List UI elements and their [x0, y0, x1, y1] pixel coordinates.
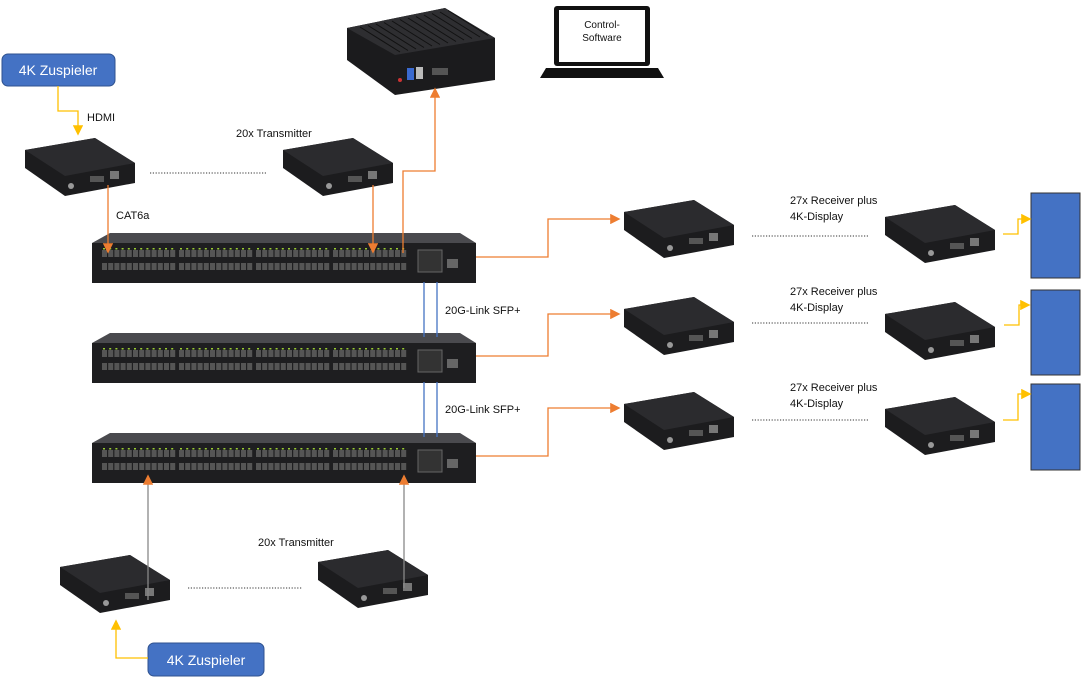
receiver — [885, 205, 995, 263]
laptop-label-line2: Software — [582, 33, 622, 44]
hdmi-label: HDMI — [87, 112, 115, 124]
hdmi-cable-bottom — [110, 619, 148, 659]
transmitter — [318, 550, 428, 608]
laptop-control-software: Control- Software — [540, 6, 664, 78]
sfp-link-label: 20G-Link SFP+ — [445, 404, 521, 416]
hdmi-cable-display3 — [1003, 388, 1032, 421]
cat-cable-rx1 — [476, 213, 621, 258]
transmitter — [283, 138, 393, 196]
cat-cable-rx2 — [476, 308, 621, 357]
receiver — [624, 200, 734, 258]
receiver-count: 27x Receiver plus — [790, 286, 878, 298]
source-box-bottom: 4K Zuspieler — [147, 642, 265, 677]
cat-cable-rx3 — [476, 402, 621, 457]
controller-mini-pc — [347, 8, 495, 95]
hdmi-cable-display1 — [1003, 213, 1032, 235]
laptop-label-line1: Control- — [584, 20, 620, 31]
hdmi-cable-top — [57, 86, 84, 136]
cat6a-label: CAT6a — [116, 210, 150, 222]
receiver-display: 4K-Display — [790, 302, 844, 314]
display-2 — [1030, 289, 1081, 376]
receiver-count: 27x Receiver plus — [790, 195, 878, 207]
transmitter — [25, 138, 135, 196]
receiver-display: 4K-Display — [790, 211, 844, 223]
cat-cable-controller — [402, 87, 441, 253]
network-switch-2 — [92, 333, 476, 383]
receiver-count: 27x Receiver plus — [790, 382, 878, 394]
receiver — [885, 302, 995, 360]
network-switch-3 — [92, 433, 476, 483]
transmitter-count-top: 20x Transmitter — [236, 128, 312, 140]
display-1 — [1030, 192, 1081, 279]
sfp-link-label: 20G-Link SFP+ — [445, 305, 521, 317]
receiver — [624, 392, 734, 450]
transmitter-count-bottom: 20x Transmitter — [258, 537, 334, 549]
transmitter — [60, 555, 170, 613]
receiver — [624, 297, 734, 355]
source-label: 4K Zuspieler — [19, 62, 98, 78]
source-label: 4K Zuspieler — [167, 652, 246, 668]
receiver — [885, 397, 995, 455]
hdmi-cable-display2 — [1004, 299, 1031, 326]
network-switch-1 — [92, 233, 476, 283]
display-3 — [1030, 383, 1081, 471]
source-box-top: 4K Zuspieler — [1, 53, 116, 87]
receiver-display: 4K-Display — [790, 398, 844, 410]
